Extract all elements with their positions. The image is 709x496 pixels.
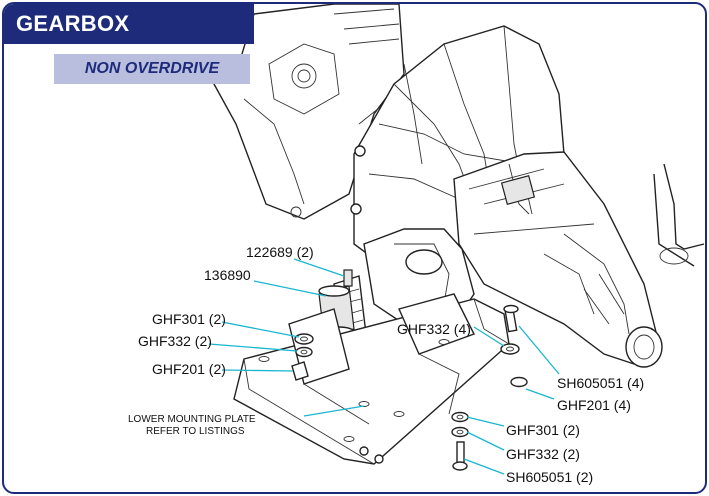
callout-ghf201-right: GHF201 (4) — [557, 397, 631, 413]
page-title: GEARBOX MOUNTINGS — [4, 4, 254, 76]
right-fixings — [500, 304, 528, 388]
callout-136890: 136890 — [204, 267, 251, 283]
gearbox-casing — [453, 151, 705, 368]
callout-plate-line2: REFER TO LISTINGS — [146, 426, 245, 437]
left-fixings — [291, 333, 314, 381]
callout-ghf201-left: GHF201 (2) — [152, 361, 226, 377]
callout-122689: 122689 (2) — [246, 244, 314, 260]
callout-labels: 122689 (2) 136890 GHF301 (2) GHF332 (2) … — [128, 244, 644, 485]
gearbox-mounting-diagram: 122689 (2) 136890 GHF301 (2) GHF332 (2) … — [128, 4, 705, 485]
callout-ghf301-left: GHF301 (2) — [152, 311, 226, 327]
lower-mounting-plate — [233, 293, 510, 465]
callout-ghf301-bottom: GHF301 (2) — [506, 422, 580, 438]
callout-sh605051-bottom: SH605051 (2) — [506, 469, 593, 485]
leader-lines — [208, 258, 560, 475]
callout-sh605051-right: SH605051 (4) — [557, 375, 644, 391]
callout-ghf332-bottom: GHF332 (2) — [506, 446, 580, 462]
callout-ghf332-left: GHF332 (2) — [138, 333, 212, 349]
page-subtitle: NON OVERDRIVE — [54, 54, 250, 84]
callout-ghf332-right: GHF332 (4) — [397, 321, 471, 337]
callout-plate-line1: LOWER MOUNTING PLATE — [128, 414, 256, 425]
bottom-fixings — [451, 411, 469, 471]
